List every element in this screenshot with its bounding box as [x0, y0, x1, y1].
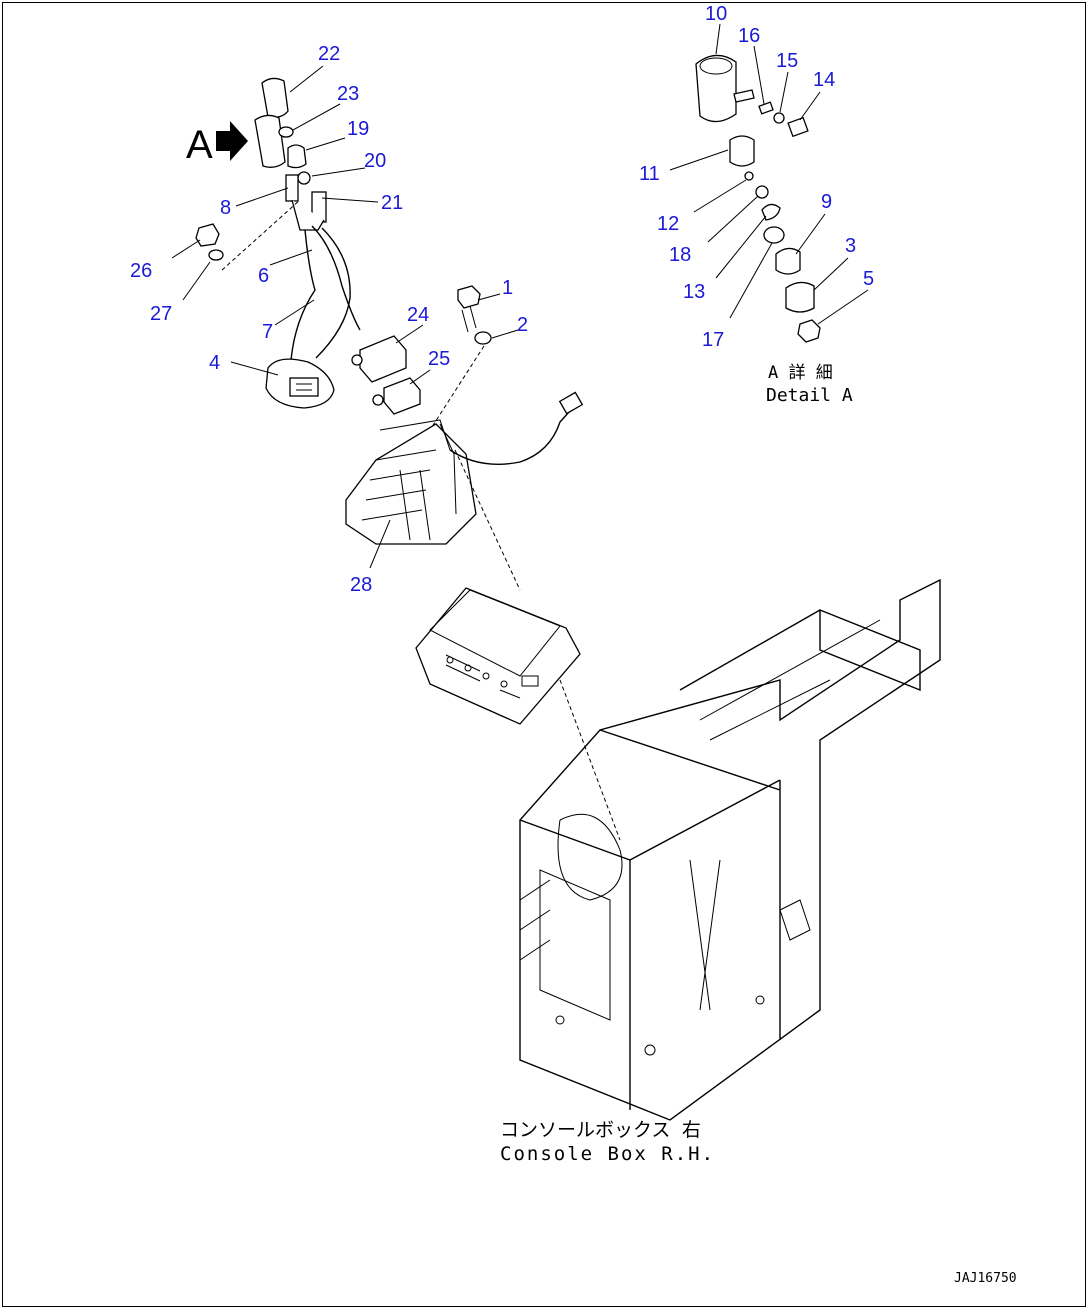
- callout-8: 8: [220, 197, 231, 219]
- callout-11: 11: [639, 163, 660, 185]
- knob-body: [254, 114, 286, 168]
- callout-12: 12: [657, 213, 679, 235]
- washer-27: [208, 249, 224, 261]
- part-24: [359, 335, 407, 383]
- console-panel: [415, 587, 621, 841]
- part-11: [729, 135, 755, 167]
- callout-22: 22: [318, 43, 340, 65]
- detail-a-parts: [695, 54, 821, 343]
- detail-a-label-jp: A 詳 細: [768, 363, 833, 383]
- lever-assembly: [195, 77, 361, 409]
- part-12: [744, 171, 754, 181]
- wire-6: [311, 225, 361, 331]
- callout-20: 20: [364, 150, 386, 172]
- callout-24: 24: [407, 304, 429, 326]
- callout-10: 10: [705, 3, 727, 25]
- part-23: [278, 126, 294, 138]
- callout-2: 2: [517, 314, 528, 336]
- callout-15: 15: [776, 50, 798, 72]
- part-20: [297, 171, 311, 185]
- callouts: 22 23 19 20 21 8 26 6 27 7 4 1 2 24 25 2…: [130, 3, 874, 596]
- lever-base: [291, 199, 325, 231]
- callout-5: 5: [863, 268, 874, 290]
- caption-en: Console Box R.H.: [500, 1143, 715, 1165]
- callout-19: 19: [347, 118, 369, 140]
- callout-7: 7: [262, 321, 273, 343]
- part-16: [758, 101, 774, 115]
- knob-part-22: [261, 77, 289, 119]
- part-25: [383, 377, 421, 415]
- view-marker-a: A: [186, 123, 213, 167]
- part-9: [775, 247, 801, 275]
- callout-14: 14: [813, 69, 835, 91]
- mounting-hardware: [351, 285, 492, 431]
- part-18: [755, 185, 769, 199]
- callout-28: 28: [350, 574, 372, 596]
- valve-28: [345, 391, 584, 591]
- part-10: [695, 54, 737, 123]
- part-15: [773, 112, 785, 124]
- part-5: [797, 319, 821, 343]
- callout-27: 27: [150, 303, 172, 325]
- callout-9: 9: [821, 191, 832, 213]
- callout-26: 26: [130, 260, 152, 282]
- console-box-rh: [519, 578, 941, 1121]
- callout-1: 1: [502, 277, 513, 299]
- bolt-1: [457, 285, 481, 309]
- callout-4: 4: [209, 352, 220, 374]
- bolt-26: [195, 223, 220, 247]
- callout-21: 21: [381, 192, 403, 214]
- part-13: [761, 203, 781, 221]
- detail-a-label-en: Detail A: [766, 385, 853, 406]
- callout-25: 25: [428, 348, 450, 370]
- callout-23: 23: [337, 83, 359, 105]
- washer-2: [474, 331, 492, 345]
- part-3: [785, 281, 815, 313]
- drawing-number: JAJ16750: [954, 1271, 1017, 1286]
- part-14: [787, 116, 809, 138]
- callout-3: 3: [845, 235, 856, 257]
- callout-17: 17: [702, 329, 724, 351]
- callout-13: 13: [683, 281, 705, 303]
- callout-18: 18: [669, 244, 691, 266]
- caption-jp: コンソールボックス 右: [500, 1119, 701, 1141]
- wire-7: [290, 229, 316, 361]
- callout-6: 6: [258, 265, 269, 287]
- part-17: [763, 226, 785, 244]
- callout-16: 16: [738, 25, 760, 47]
- leader-lines: [171, 23, 869, 569]
- view-arrow-icon: [216, 121, 248, 161]
- part-19: [287, 144, 307, 169]
